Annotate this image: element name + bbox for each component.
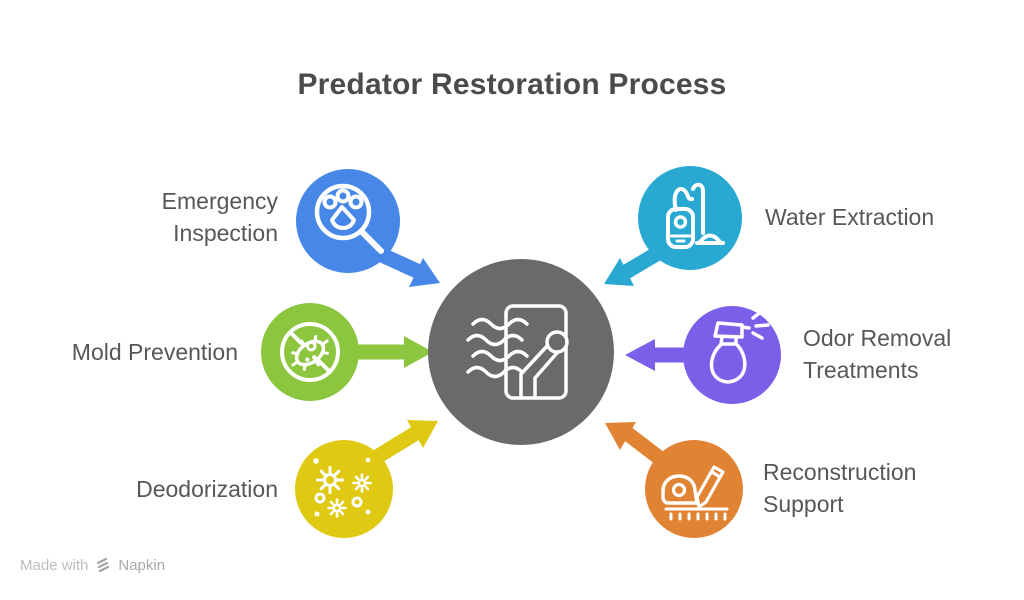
label-emergency-inspection: Emergency Inspection: [161, 188, 278, 246]
watermark-made-with: Made with: [20, 556, 89, 574]
tape-measure-pencil-icon: [661, 465, 729, 521]
water-extraction-circle: [638, 166, 742, 270]
paw-search-icon: [314, 183, 384, 254]
spray-bottle-icon: [709, 309, 770, 384]
deodorization-circle: [295, 440, 393, 538]
mold-prevention-circle: [261, 303, 359, 401]
label-water-extraction: Water Extraction: [765, 204, 935, 230]
deodorization-arrow: [368, 420, 438, 467]
mold-prevention-arrow: [350, 336, 433, 368]
no-germ-icon: [280, 322, 340, 382]
label-reconstruction-support: Reconstruction Support: [763, 459, 917, 517]
label-deodorization: Deodorization: [136, 476, 278, 502]
reconstruction-support-arrow: [605, 422, 667, 466]
air-through-door-icon: [466, 304, 569, 400]
page-title: Predator Restoration Process: [297, 68, 727, 101]
label-odor-removal-treatments: Odor Removal Treatments: [803, 325, 952, 383]
watermark: Made with Napkin: [20, 556, 165, 574]
vacuum-cleaner-icon: [666, 182, 725, 249]
odor-removal-arrow: [625, 339, 690, 371]
label-mold-prevention: Mold Prevention: [71, 339, 238, 365]
odor-removal-circle: [683, 306, 781, 404]
watermark-brand: Napkin: [118, 556, 166, 574]
napkin-logo-icon: [97, 557, 110, 573]
sparkles-icon: [313, 457, 372, 518]
